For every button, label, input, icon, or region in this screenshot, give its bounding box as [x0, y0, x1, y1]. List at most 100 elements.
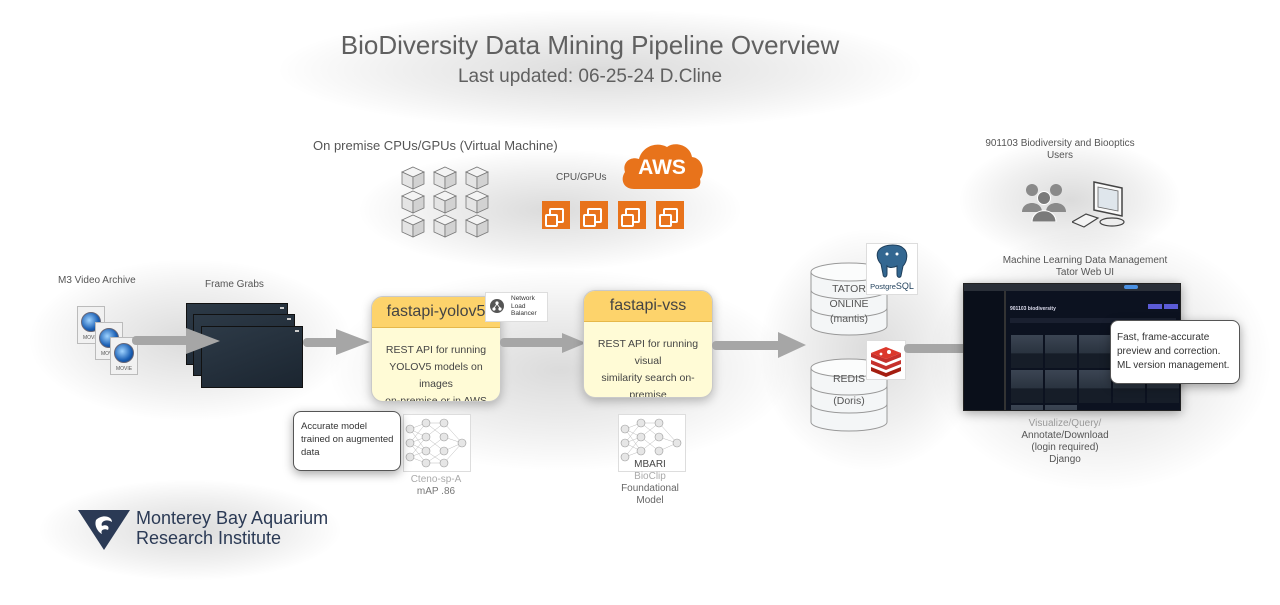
aws-instance-icon — [580, 201, 608, 229]
mbari-logo-icon — [78, 508, 130, 550]
redis-db-label: REDIS (Doris) — [810, 372, 888, 409]
flow-arrow — [904, 344, 972, 353]
logo-line1: Monterey Bay Aquarium — [136, 508, 329, 528]
desc-line: REST API for running visual — [597, 338, 699, 367]
tator-project-title: 901103 biodiversity — [1010, 306, 1056, 312]
flow-arrowhead — [336, 329, 370, 355]
aws-cloud-icon: AWS — [620, 141, 704, 193]
flow-arrowhead — [562, 333, 586, 353]
model-line: Foundational — [621, 483, 679, 494]
media-tile — [1010, 369, 1044, 404]
aws-instance-icon — [542, 201, 570, 229]
model-name: Cteno-sp-A — [410, 474, 462, 485]
aws-cpu-label: CPU/GPUs — [556, 172, 607, 183]
desc-line: YOLOV5 models on images — [389, 361, 483, 390]
flow-arrow — [712, 341, 782, 350]
aws-instance-icon — [618, 201, 646, 229]
media-tile — [1078, 334, 1112, 369]
callout-line: trained on augmented — [301, 434, 394, 445]
desc-line: REST API for running — [385, 344, 487, 356]
nlb-line: Balancer — [511, 310, 537, 317]
logo-line2: Research Institute — [136, 528, 282, 548]
callout-line: Accurate model — [301, 421, 368, 432]
webui-label-line2: Tator Web UI — [1055, 267, 1115, 278]
redis-database: REDIS (Doris) — [810, 358, 888, 432]
media-tile — [1044, 369, 1078, 404]
media-tile — [1044, 404, 1078, 410]
load-balancer-icon — [490, 299, 504, 313]
aws-logo-text: AWS — [638, 156, 686, 179]
db-line: (Doris) — [833, 395, 865, 407]
fastapi-vss-description: REST API for running visual similarity s… — [584, 322, 712, 398]
tator-db-label: TATOR ONLINE (mantis) — [810, 282, 888, 327]
yolov5-model-caption: Cteno-sp-A mAP .86 — [396, 474, 476, 498]
postgresql-label: PostgreSQL — [867, 281, 917, 291]
redis-logo — [866, 340, 906, 380]
browser-button — [1124, 285, 1138, 289]
aws-instance-icon — [656, 201, 684, 229]
model-line: MBARI — [634, 459, 666, 470]
fastapi-vss-service: fastapi-vss REST API for running visual … — [583, 290, 713, 398]
model-line: Model — [636, 495, 664, 506]
webui-label-line1: Machine Learning Data Management — [1002, 255, 1168, 266]
users-label-line1: 901103 Biodiversity and Biooptics — [985, 138, 1135, 149]
neural-network-icon — [403, 414, 471, 472]
tator-action-button — [1164, 304, 1178, 309]
tator-sidebar — [964, 291, 1006, 410]
vss-model-caption: MBARI BioClip Foundational Model — [610, 459, 690, 507]
flow-arrowhead — [186, 328, 220, 354]
media-tile — [1010, 334, 1044, 369]
callout-line: Fast, frame-accurate — [1117, 332, 1210, 343]
footer-line: Visualize/Query/ — [1028, 418, 1102, 429]
sql-text: SQL — [895, 281, 914, 291]
fastapi-yolov5-service: fastapi-yolov5 REST API for running YOLO… — [371, 296, 501, 402]
page-subtitle: Last updated: 06-25-24 D.Cline — [457, 66, 723, 87]
postgresql-logo: PostgreSQL — [866, 243, 918, 295]
users-label-line2: Users — [1046, 150, 1074, 161]
webui-footer: Visualize/Query/ Annotate/Download (logi… — [990, 418, 1140, 466]
footer-line: Django — [1049, 454, 1081, 465]
desc-line: on-premise or in AWS (bulk) — [385, 395, 487, 402]
fastapi-vss-title: fastapi-vss — [584, 291, 712, 322]
db-line: REDIS — [832, 373, 866, 385]
frame-grabs-label: Frame Grabs — [205, 279, 264, 290]
movie-file-label: MOVIE — [115, 366, 133, 372]
model-metric: mAP .86 — [416, 486, 456, 497]
tator-action-button — [1148, 304, 1162, 309]
neural-network-icon — [618, 414, 686, 472]
on-premise-label: On premise CPUs/GPUs (Virtual Machine) — [313, 138, 558, 153]
browser-bar — [964, 284, 1180, 291]
nlb-line: Network — [511, 295, 535, 302]
page-title: BioDiversity Data Mining Pipeline Overvi… — [340, 30, 840, 60]
computer-workstation-icon — [1070, 180, 1128, 230]
fastapi-yolov5-title: fastapi-yolov5 — [372, 297, 500, 328]
media-tile — [1044, 334, 1078, 369]
video-archive-label: M3 Video Archive — [58, 275, 136, 286]
db-line: ONLINE — [829, 298, 869, 310]
movie-file-icon: MOVIE — [110, 337, 138, 375]
flow-arrow — [132, 336, 192, 345]
tator-search-bar — [1010, 318, 1176, 323]
webui-callout: Fast, frame-accurate preview and correct… — [1110, 320, 1240, 384]
webui-label: Machine Learning Data Management Tator W… — [1000, 255, 1170, 279]
callout-line: preview and correction. — [1117, 346, 1221, 357]
callout-line: ML version management. — [1117, 360, 1230, 371]
flow-arrow — [303, 338, 343, 347]
movie-file-label: MOVIE — [100, 351, 118, 357]
model-line: BioClip — [634, 471, 666, 482]
flow-arrowhead — [778, 332, 806, 358]
media-tile — [1010, 404, 1044, 410]
db-line: (mantis) — [830, 313, 868, 325]
network-load-balancer-badge: Network Load Balancer — [485, 292, 548, 322]
virtual-machine-cubes-icon — [400, 166, 500, 240]
media-tile — [1078, 369, 1112, 404]
yolov5-model-callout: Accurate model trained on augmented data — [293, 411, 401, 471]
mbari-logo-text: Monterey Bay Aquarium Research Institute — [136, 508, 328, 548]
footer-line: (login required) — [1031, 442, 1099, 453]
callout-line: data — [301, 447, 320, 458]
db-line: TATOR — [832, 283, 866, 295]
desc-line: similarity search on-premise — [601, 372, 695, 398]
fastapi-yolov5-description: REST API for running YOLOV5 models on im… — [372, 328, 500, 402]
users-group-icon — [1022, 182, 1070, 223]
footer-line: Annotate/Download — [1021, 430, 1109, 441]
